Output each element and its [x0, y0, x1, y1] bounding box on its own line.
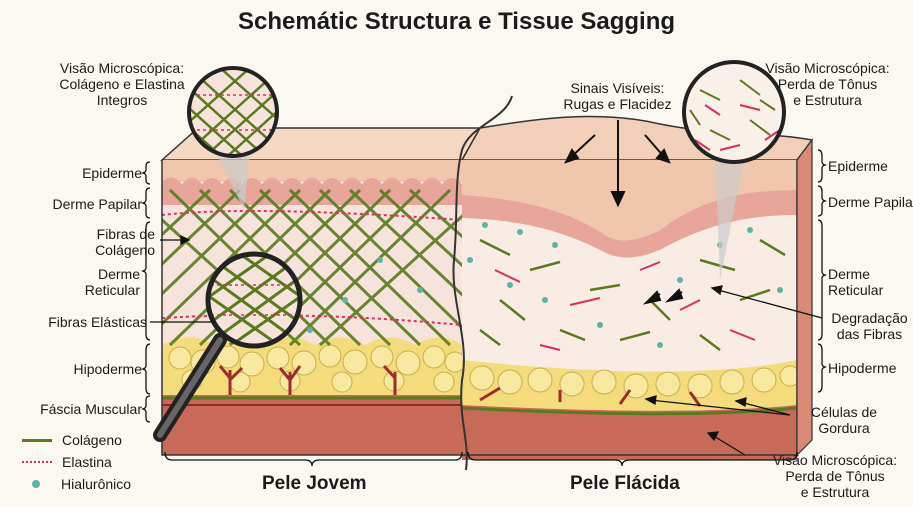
legend-collagen-label: Colágeno: [62, 432, 122, 448]
label-epiderme-right: Epiderme: [828, 158, 888, 174]
label-fibras-elasticas: Fibras Elásticas: [0, 314, 147, 330]
legend-collagen-swatch: [22, 439, 52, 442]
diagram-title: Schemátic Structura e Tissue Sagging: [0, 8, 913, 36]
callout-left-top: Visão Microscópica: Colágeno e Elastina …: [32, 60, 212, 108]
young-skin-section: [140, 160, 500, 455]
label-pele-jovem: Pele Jovem: [262, 473, 367, 495]
legend-hyaluronic-dot: [32, 480, 40, 488]
label-epiderme-left: Epiderme: [0, 165, 142, 181]
label-derme-reticular-right: Derme Reticular: [828, 266, 883, 298]
legend-hyaluronic: Hialurônico: [22, 476, 131, 492]
legend-collagen: Colágeno: [22, 432, 122, 448]
label-hipoderme-left: Hipoderme: [0, 361, 142, 377]
legend-elastin: Elastina: [22, 454, 112, 470]
label-fascia-muscular: Fáscia Muscular: [0, 401, 142, 417]
label-derme-papilar-right: Derme Papilar: [828, 194, 913, 210]
left-brackets: [143, 162, 150, 422]
legend-elastin-label: Elastina: [62, 454, 112, 470]
label-degradacao: Degradação das Fibras: [826, 310, 913, 342]
callout-right-top: Visão Microscópica: Perda de Tônus e Est…: [740, 60, 913, 108]
callout-visible-signs: Sinais Visíveis: Rugas e Flacidez: [545, 80, 690, 112]
sagging-skin-section: [462, 160, 800, 460]
label-celulas-gordura: Células de Gordura: [794, 404, 894, 436]
label-pele-flacida: Pele Flácida: [570, 473, 680, 495]
label-fibras-colageno: Fibras de Colágeno: [0, 226, 155, 258]
legend-hyaluronic-label: Hialurônico: [61, 476, 131, 492]
legend-elastin-swatch: [22, 461, 52, 463]
label-hipoderme-right: Hipoderme: [828, 360, 896, 376]
label-derme-papilar-left: Derme Papilar: [0, 196, 142, 212]
right-brackets: [818, 150, 825, 392]
label-derme-reticular-left: Derme Reticular: [0, 266, 140, 298]
callout-right-bottom: Visão Microscópica: Perda de Tônus e Est…: [755, 452, 913, 500]
